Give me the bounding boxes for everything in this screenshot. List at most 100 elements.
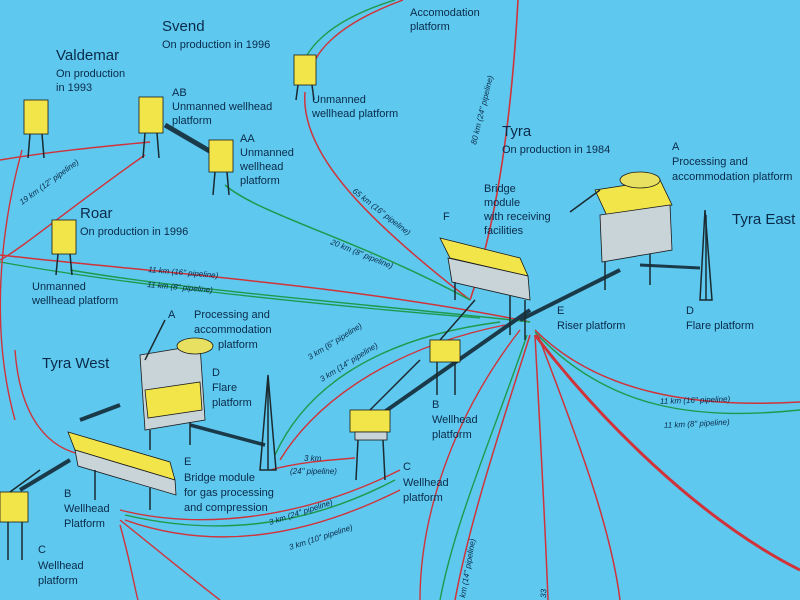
tyra-east-c-platform: [349, 359, 421, 481]
bridge-west-b-c: [18, 458, 72, 492]
bridge-a-d-east: [639, 263, 701, 270]
pipeline-west-down2: [119, 519, 221, 600]
roar-prod: On production in 1996: [80, 226, 188, 238]
bridge-e-a-east: [519, 268, 621, 322]
pipeline-roar-green: [0, 261, 481, 319]
pipeline-bottom-left: [419, 329, 521, 600]
west-e-3: for gas processing: [184, 487, 274, 499]
label-20km: 20 km (8" pipeline): [328, 237, 394, 271]
east-e-2: Riser platform: [557, 320, 625, 332]
pipeline-11km-16-right: [534, 329, 800, 405]
bridge-west-b-a: [79, 403, 121, 422]
accom-top-label-2: platform: [410, 21, 450, 33]
label-11km-8-right: 11 km (8" pipeline): [664, 418, 731, 430]
west-b-3: Platform: [64, 518, 105, 530]
pipeline-left-edge: [0, 149, 23, 421]
pipeline-labels: 80 km (24" pipeline) 65 km (16" pipeline…: [18, 74, 731, 598]
valdemar-prod-1: On production: [56, 68, 125, 80]
pipeline-3km-24-short: [269, 457, 356, 471]
tyra-east-name: Tyra East: [732, 211, 796, 228]
pipeline-20km: [224, 184, 471, 301]
roar-platform-1: Unmanned: [32, 281, 86, 293]
east-a-2: Processing and: [672, 156, 748, 168]
label-3km-24-short-2: (24" pipeline): [290, 467, 337, 476]
valdemar-aa-1: AA: [240, 133, 255, 145]
pipeline-65km: [304, 91, 471, 301]
east-c-1: C: [403, 461, 411, 473]
east-b-1: B: [432, 399, 439, 411]
tyra-east-b-platform: [429, 299, 476, 395]
label-11km-16-right: 11 km (16" pipeline): [660, 395, 731, 406]
label-3km-24-short-1: 3 km: [304, 454, 322, 463]
pipeline-11km-8-left: [69, 269, 531, 323]
label-bottom-33: 33: [539, 588, 548, 598]
pipeline-right-down: [537, 334, 621, 600]
pipeline-11km-8-right: [534, 331, 800, 415]
valdemar-aa-platform: [208, 139, 234, 196]
west-d-1: D: [212, 367, 220, 379]
west-b-2: Wellhead: [64, 503, 110, 515]
east-c-3: platform: [403, 492, 443, 504]
valdemar-prod-2: in 1993: [56, 82, 92, 94]
tyra-east-f-platform: [439, 237, 531, 340]
west-a-1: A: [168, 309, 176, 321]
label-19km: 19 km (12" pipeline): [18, 157, 81, 206]
west-b-1: B: [64, 488, 71, 500]
bridge-west-a-d: [189, 423, 266, 447]
west-d-2: Flare: [212, 382, 237, 394]
west-c-1: C: [38, 544, 46, 556]
roar-platform: [51, 219, 77, 276]
labels: Accomodation platform Svend On productio…: [31, 7, 796, 587]
tyra-bridge-1: Bridge: [484, 183, 516, 195]
west-c-3: platform: [38, 575, 78, 587]
tyra-bridge-letter: F: [443, 211, 450, 223]
roar-name: Roar: [80, 205, 113, 222]
valdemar-ab-1: AB: [172, 87, 187, 99]
pipeline-3km-24-green: [124, 479, 396, 527]
tyra-west-name: Tyra West: [42, 355, 110, 372]
tyra-east-d-flare: [699, 209, 713, 301]
svend-platform-1: Unmanned: [312, 94, 366, 106]
east-b-3: platform: [432, 429, 472, 441]
tyra-bridge-2: module: [484, 197, 520, 209]
east-d-1: D: [686, 305, 694, 317]
west-a-4: platform: [218, 339, 258, 351]
valdemar-aa-2: Unmanned: [240, 147, 294, 159]
west-e-4: and compression: [184, 502, 268, 514]
tyra-east-a-platform: [569, 171, 673, 290]
label-11km-8-left: 11 km (8" pipeline): [147, 280, 214, 295]
pipeline-bottom-green: [439, 334, 528, 600]
east-a-3: accommodation platform: [672, 171, 792, 183]
label-65km: 65 km (16" pipeline): [351, 186, 413, 237]
pipeline-left-loop: [14, 349, 86, 456]
pipeline-valdemar-left: [0, 141, 151, 161]
tyra-west-d-flare: [259, 374, 277, 471]
west-a-3: accommodation: [194, 324, 272, 336]
tyra-prod: On production in 1984: [502, 144, 610, 156]
tyra-bridge-4: facilities: [484, 225, 524, 237]
accom-top-label-1: Accomodation: [410, 7, 480, 19]
pipeline-3km-10: [124, 489, 401, 538]
valdemar-aa-4: platform: [240, 175, 280, 187]
pipeline-33: [534, 334, 549, 600]
svend-platform-2: wellhead platform: [311, 108, 398, 120]
svend-name: Svend: [162, 18, 205, 35]
tyra-name: Tyra: [502, 123, 532, 140]
east-d-2: Flare platform: [686, 320, 754, 332]
east-a-1: A: [672, 141, 680, 153]
pipeline-3km-6: [274, 321, 501, 456]
svend-prod: On production in 1996: [162, 39, 270, 51]
pipeline-3km-14: [279, 324, 506, 461]
valdemar-ab-3: platform: [172, 115, 212, 127]
east-c-2: Wellhead: [403, 477, 449, 489]
pipeline-14-bottom: [454, 334, 531, 600]
label-80km: 80 km (24" pipeline): [469, 74, 495, 145]
west-e-2: Bridge module: [184, 472, 255, 484]
label-3km-10: 3 km (10" pipeline): [288, 523, 354, 552]
tyra-west-e-platform: [67, 431, 177, 510]
valdemar-ab-2: Unmanned wellhead: [172, 101, 272, 113]
west-a-2: Processing and: [194, 309, 270, 321]
tyra-west-a-platform: [139, 319, 214, 450]
